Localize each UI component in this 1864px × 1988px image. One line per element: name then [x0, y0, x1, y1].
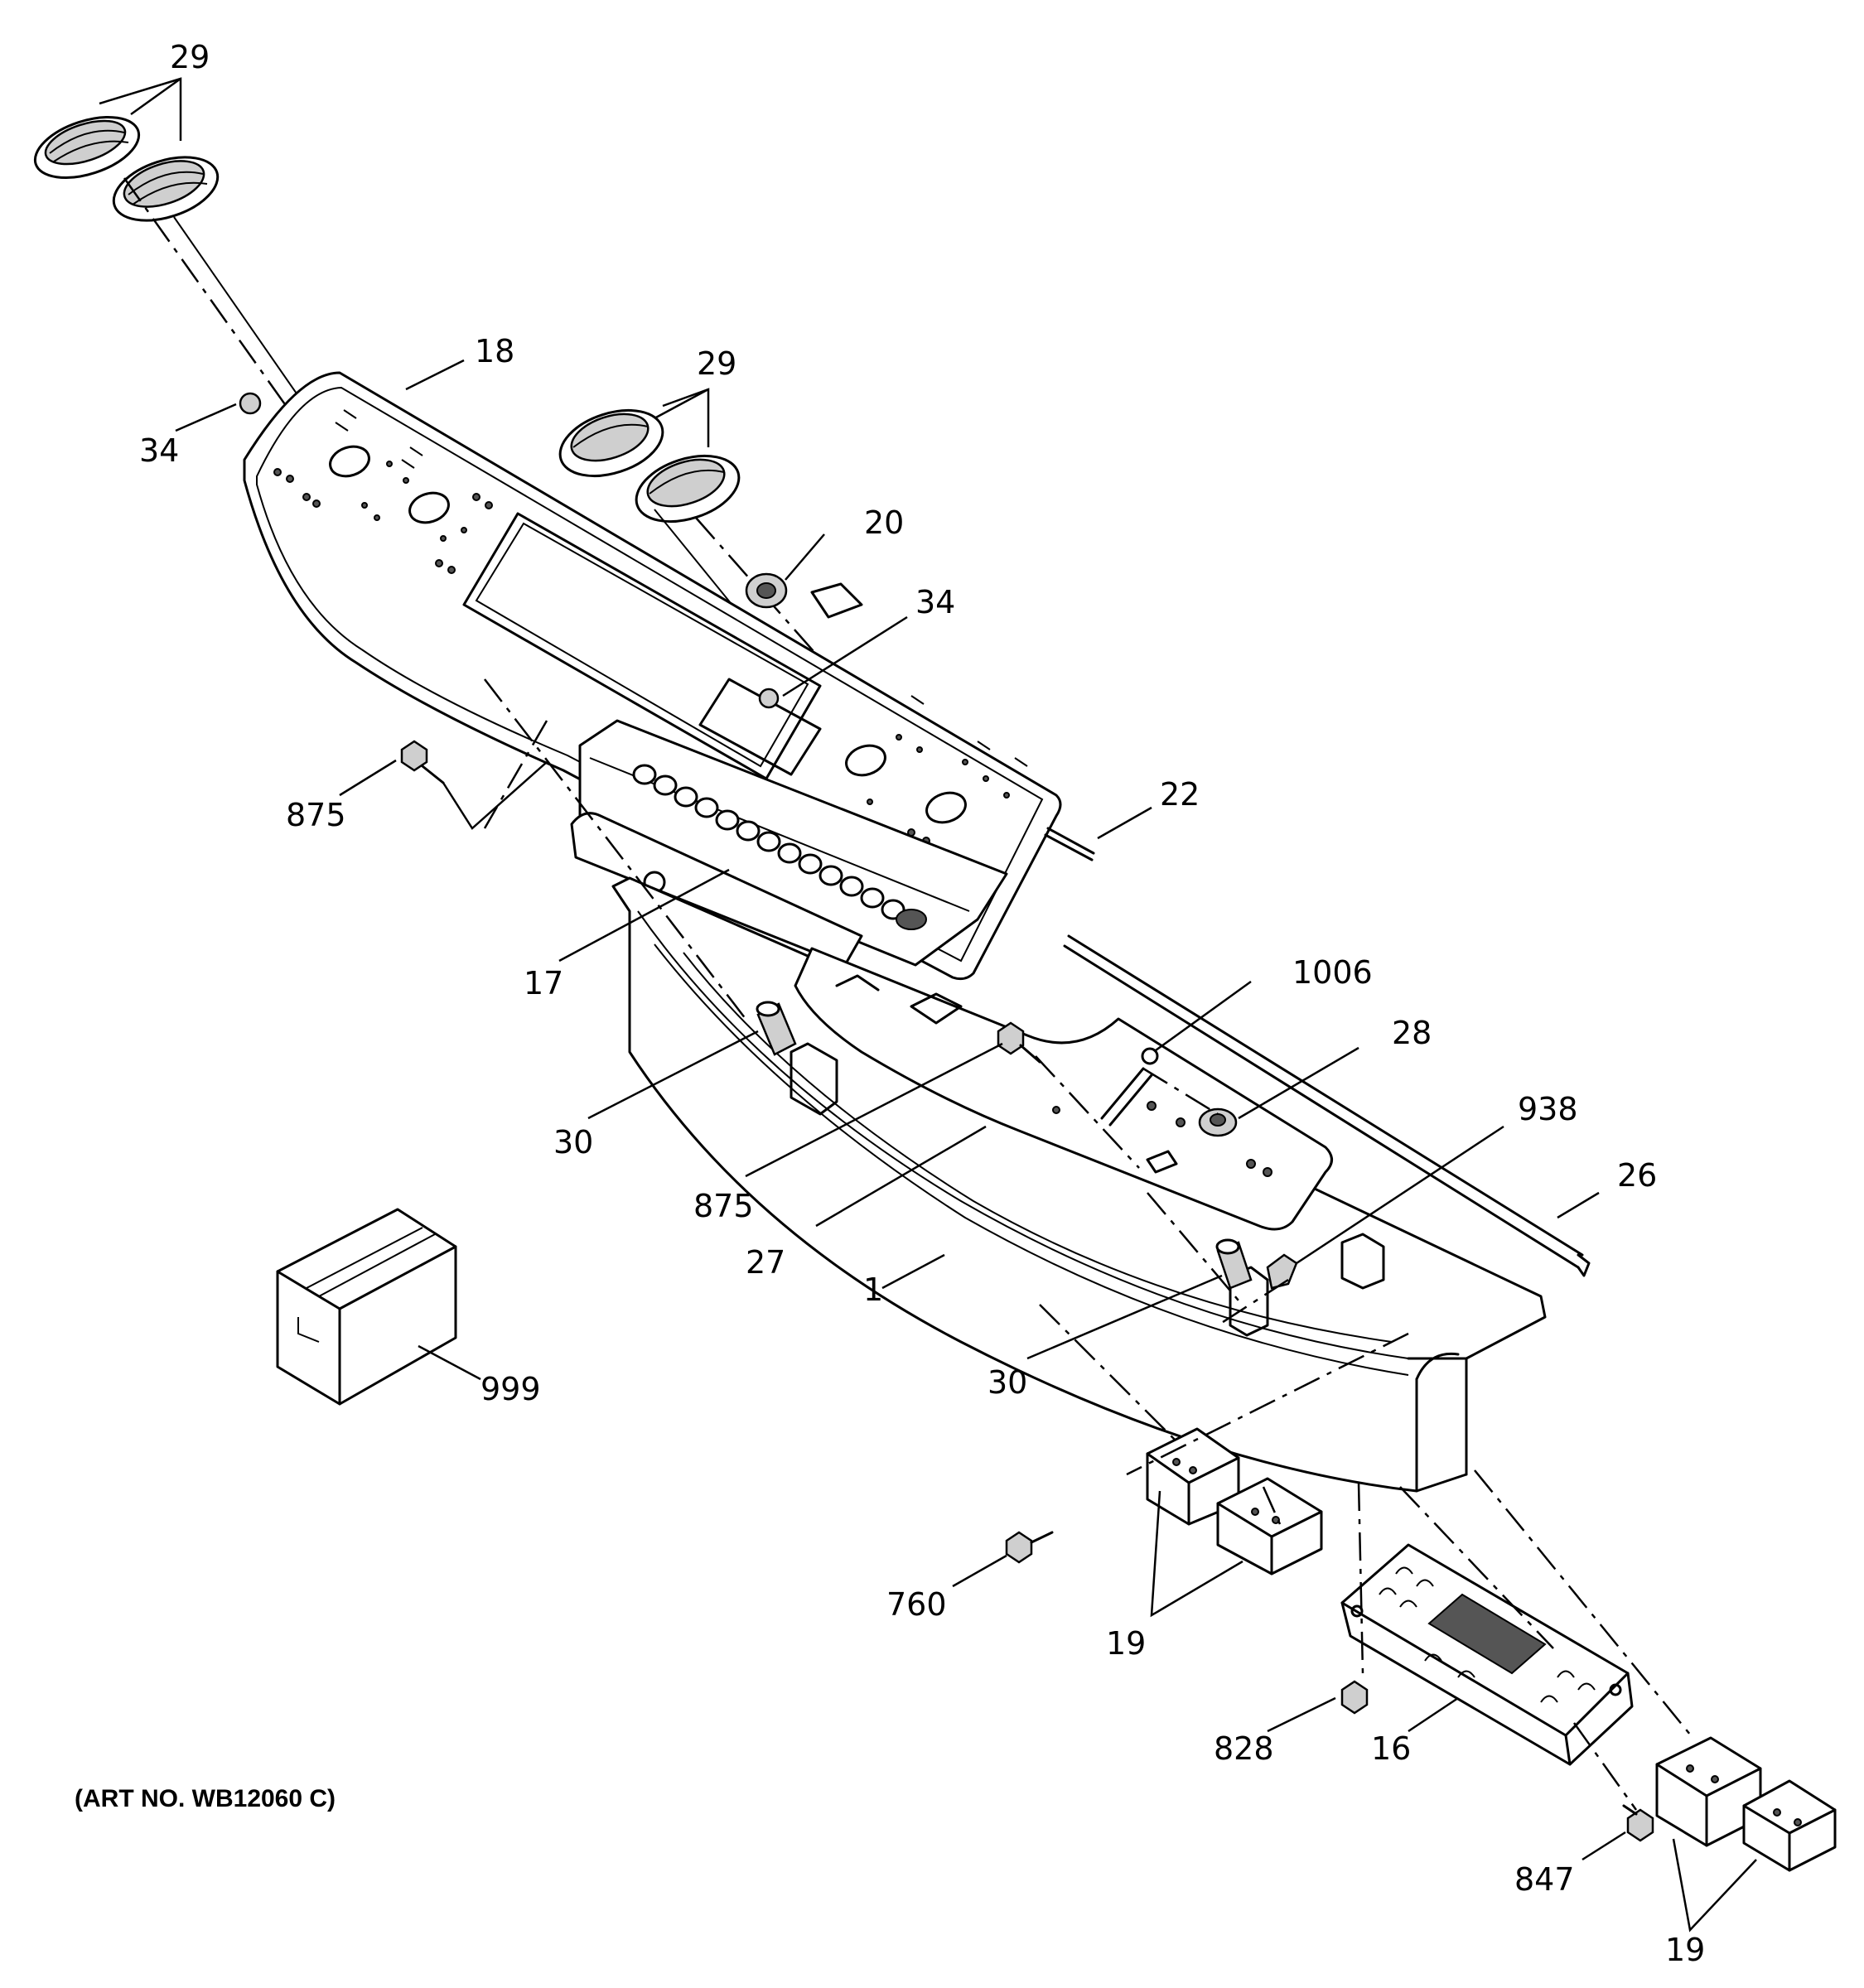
clip-938: [1266, 1253, 1298, 1290]
infinite-switch-19-right-1: [1655, 1736, 1762, 1847]
touch-panel-17: [570, 719, 1008, 967]
screw-1006: [1141, 1047, 1159, 1065]
trim-strip-22: [1044, 827, 1095, 861]
callout-19-center: 19: [1106, 1625, 1147, 1662]
callout-29-middle: 29: [697, 345, 737, 382]
control-board-27: [794, 947, 1333, 1231]
trim-strip-26: [1063, 934, 1591, 1277]
callout-18: 18: [475, 333, 515, 369]
callout-760: 760: [886, 1586, 947, 1623]
screw-875-center: [997, 1021, 1041, 1064]
callout-30-lower: 30: [988, 1364, 1028, 1401]
backsplash-housing-1: [611, 876, 1547, 1493]
knob-29-top-left-2: [112, 156, 220, 222]
end-cap-34-left: [239, 392, 262, 415]
callout-20: 20: [864, 504, 905, 541]
screw-875-left: [400, 740, 445, 784]
knob-29-middle-2: [635, 454, 741, 524]
spacer-30-lower: [1215, 1238, 1253, 1290]
callout-22: 22: [1160, 776, 1200, 813]
callout-938: 938: [1518, 1091, 1578, 1127]
callout-27: 27: [746, 1244, 786, 1281]
callout-17: 17: [524, 965, 564, 1001]
carton-999: [276, 1208, 457, 1406]
spacer-30-upper: [756, 1001, 797, 1056]
callout-29-top-left: 29: [170, 39, 210, 75]
callout-19-right: 19: [1665, 1932, 1706, 1968]
callout-1006: 1006: [1292, 954, 1373, 991]
clock-control-16: [1340, 1543, 1634, 1766]
infinite-switch-19-right-2: [1742, 1779, 1837, 1872]
callout-828: 828: [1214, 1730, 1274, 1767]
callout-875-center: 875: [693, 1188, 754, 1224]
callout-999: 999: [480, 1371, 541, 1407]
screw-828: [1340, 1680, 1369, 1715]
callout-847: 847: [1514, 1861, 1575, 1898]
callout-16: 16: [1371, 1730, 1412, 1767]
end-cap-34-right: [758, 688, 780, 709]
callout-34-right: 34: [915, 584, 956, 620]
callout-28: 28: [1392, 1015, 1432, 1051]
knob-29-middle-1: [558, 408, 664, 478]
callout-875-left: 875: [286, 797, 346, 833]
knob-29-top-left-1: [33, 116, 141, 179]
screw-760: [1005, 1531, 1054, 1564]
leader-lines: [99, 77, 1757, 1933]
callout-30-upper: 30: [553, 1124, 594, 1160]
infinite-switch-19-center-2: [1216, 1477, 1323, 1575]
callout-26: 26: [1617, 1157, 1658, 1194]
screw-847: [1622, 1804, 1654, 1842]
grommet-20: [745, 572, 863, 619]
callout-34-left: 34: [139, 432, 180, 469]
callout-1: 1: [863, 1271, 884, 1308]
art-number-label: (ART NO. WB12060 C): [75, 1785, 336, 1812]
